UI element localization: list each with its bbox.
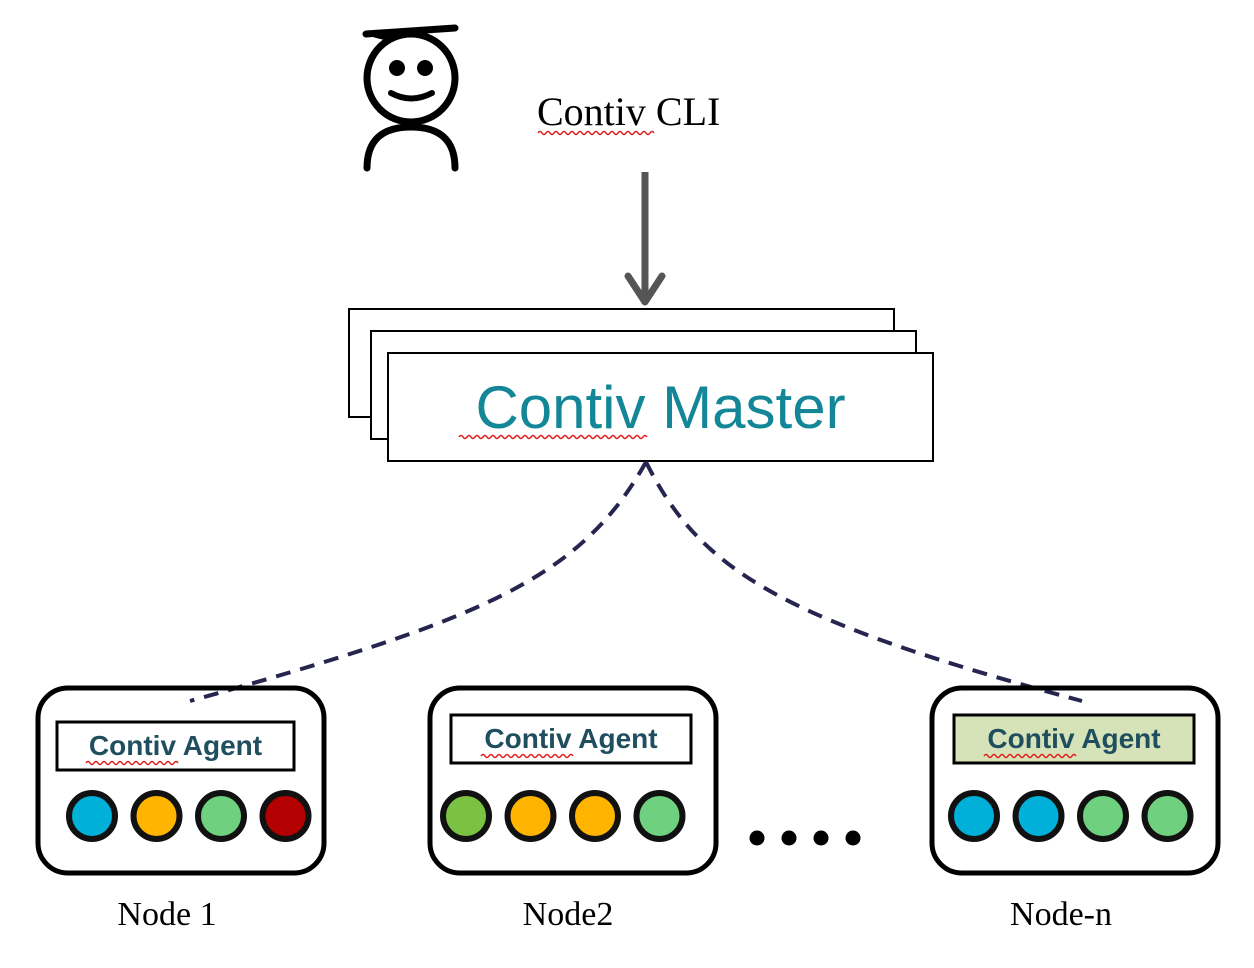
container-circle <box>259 790 312 842</box>
node-boxes <box>35 685 1221 876</box>
ellipsis-dots <box>749 830 861 846</box>
connector-node-1 <box>189 461 648 703</box>
container-circle <box>633 790 686 842</box>
arrow-down-icon <box>624 172 666 306</box>
container-circle <box>440 790 492 842</box>
container-circle <box>948 790 1000 842</box>
node-n-box <box>929 685 1221 876</box>
container-circle <box>130 790 183 842</box>
connector-node-n <box>644 461 1083 703</box>
node-label-node-2: Node2 <box>522 896 614 933</box>
user-icon <box>362 24 459 172</box>
connectors <box>189 461 1083 703</box>
node-label-node-1: Node 1 <box>117 896 217 933</box>
container-circle <box>569 790 621 842</box>
node-1-box <box>35 685 327 876</box>
spellcheck-underlines <box>85 130 1077 766</box>
container-circle <box>66 790 118 842</box>
cli-label: Contiv CLI <box>537 89 721 134</box>
container-circle <box>1012 790 1065 842</box>
node-label-node-n: Node-n <box>1010 896 1112 933</box>
node-2-box <box>427 685 719 876</box>
agent-label-node-2: Contiv Agent <box>484 723 658 754</box>
container-circle <box>1077 790 1129 842</box>
containers <box>66 790 1194 842</box>
container-circle <box>1141 790 1194 842</box>
container-circle <box>504 790 557 842</box>
master-label: Contiv Master <box>475 373 846 441</box>
master-stack <box>348 308 934 462</box>
agent-label-node-1: Contiv Agent <box>88 730 263 761</box>
container-circle <box>195 790 247 842</box>
master-box-front <box>387 352 934 462</box>
agent-label-node-n: Contiv Agent <box>987 723 1161 754</box>
